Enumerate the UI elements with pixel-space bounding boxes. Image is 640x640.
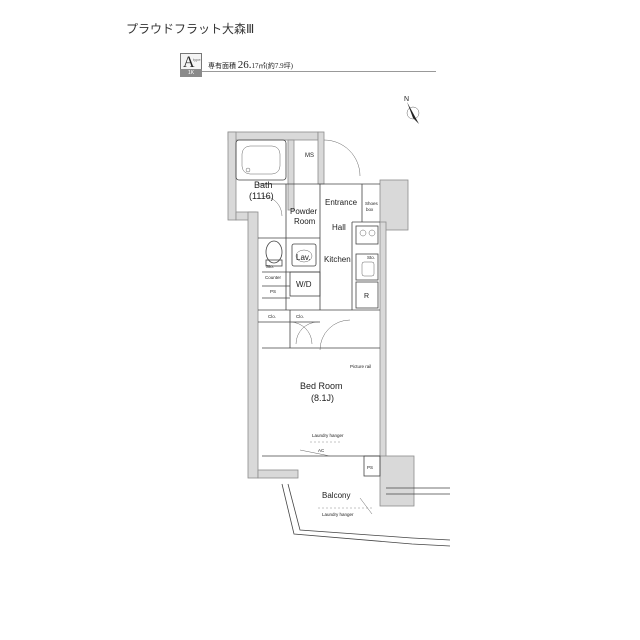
ps-top-label: PS: [270, 289, 276, 294]
unit-type-letter: A: [183, 54, 195, 71]
shoes-box-label-1: Shoes: [365, 201, 379, 206]
sto-lav-label: Sto.: [266, 264, 274, 269]
compass-icon: N: [404, 96, 420, 124]
laundry-hanger-balcony-label: Laundry hanger: [322, 512, 354, 517]
ac-unit: [299, 449, 331, 457]
stove-icon: [359, 229, 376, 237]
door-swings: [261, 139, 361, 351]
counter-label: Counter: [265, 275, 282, 280]
hall-label: Hall: [332, 223, 346, 232]
bathtub-icon: [235, 139, 287, 181]
sink-icon: [291, 243, 317, 267]
sto-kitchen-label: Sto.: [367, 255, 375, 260]
kitchen-label: Kitchen: [324, 255, 351, 264]
area-value: 26.: [237, 59, 252, 71]
shoes-box-label-2: box: [366, 207, 374, 212]
layout-code: 1K: [180, 69, 202, 77]
clo-2-label: Clo.: [296, 314, 304, 319]
powder-room-label-1: Powder: [290, 207, 317, 216]
area-prefix: 専有面積: [208, 62, 236, 70]
bedroom-size: (8.1J): [311, 393, 334, 403]
building-name: プラウドフラット大森Ⅲ: [126, 22, 255, 36]
area-suffix: 17㎡(約7.9坪): [251, 62, 293, 70]
ac-label: AC: [318, 448, 325, 453]
entrance-label: Entrance: [325, 198, 358, 207]
compass-label: N: [404, 96, 409, 103]
wd-label: W/D: [296, 280, 312, 289]
unit-type-sub: type: [193, 57, 201, 62]
toilet-icon: [265, 240, 283, 267]
laundry-hanger-room-label: Laundry hanger: [312, 433, 344, 438]
powder-room-label-2: Room: [294, 217, 316, 226]
lav-label: Lav.: [296, 253, 311, 262]
bath-size: (1116): [249, 191, 274, 201]
picture-rail-label: Picture rail: [350, 364, 371, 369]
floor-area: 専有面積 26.17㎡(約7.9坪): [208, 59, 293, 71]
clo-1-label: Clo.: [268, 314, 276, 319]
bath-label: Bath: [254, 180, 273, 190]
bedroom-label: Bed Room: [300, 381, 343, 391]
kitchen-sink-icon: [361, 261, 375, 277]
ps-bottom-label: PS: [367, 465, 373, 470]
header-rule: [202, 71, 436, 72]
balcony-outline: [281, 483, 451, 547]
balcony-label: Balcony: [322, 491, 350, 500]
ms-label: MS: [305, 153, 314, 159]
refrigerator-label: R: [364, 293, 369, 300]
partitions: [258, 183, 381, 477]
